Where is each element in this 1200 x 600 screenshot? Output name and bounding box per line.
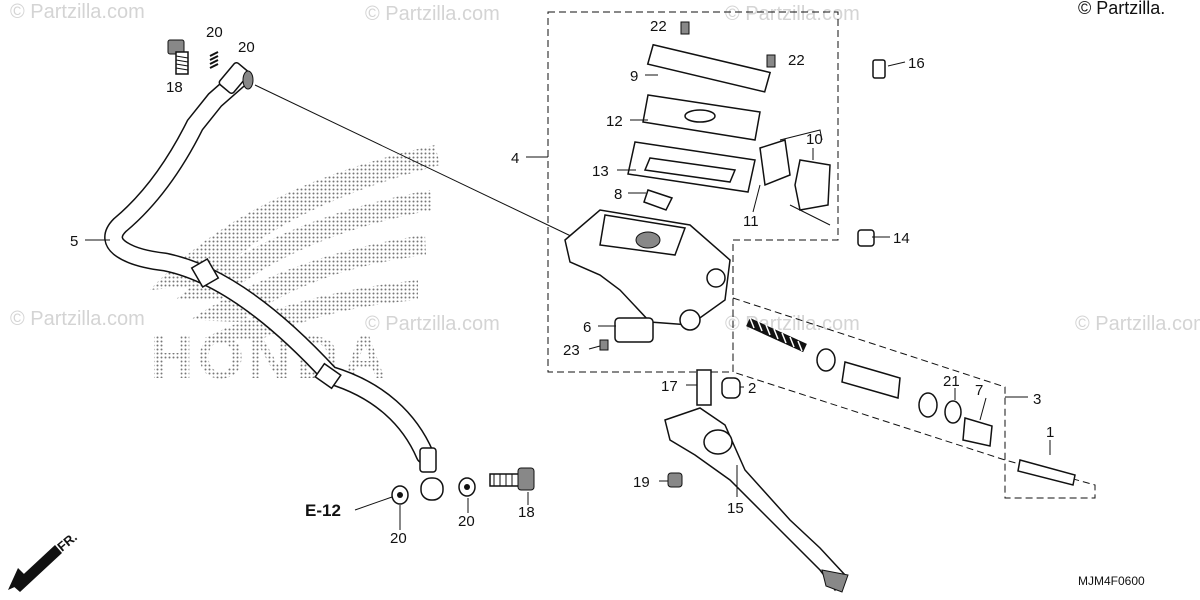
front-direction-arrow: FR. [8, 529, 80, 592]
callout-15: 15 [727, 500, 744, 517]
callout-18-upper: 18 [166, 79, 183, 96]
reservoir-diaphragm [627, 141, 756, 193]
master-cylinder-group-box [547, 11, 839, 373]
callout-22-top: 22 [650, 18, 667, 35]
callout-11: 11 [743, 213, 759, 230]
callout-14: 14 [893, 230, 910, 247]
callout-16: 16 [908, 55, 925, 72]
clutch-hose [104, 61, 444, 501]
banjo-bolt-lower [489, 467, 535, 491]
watermark-text: © Partzilla.com [725, 3, 860, 25]
piston-parts [816, 348, 1076, 486]
callout-1: 1 [1046, 424, 1054, 441]
reservoir-cap [646, 43, 772, 93]
piston-spring [746, 317, 807, 353]
callout-22-right: 22 [788, 52, 805, 69]
callout-9: 9 [630, 68, 638, 85]
reservoir-plate [642, 94, 761, 141]
callout-2: 2 [748, 380, 756, 397]
watermark-text: © Partzilla.com [10, 308, 145, 330]
master-cylinder-body [564, 209, 731, 331]
small-clip [643, 189, 674, 211]
sealing-washers-lower [391, 477, 476, 505]
watermark-text: © Partzilla.com [725, 313, 860, 335]
callout-10: 10 [806, 131, 823, 148]
callout-20-lower-right: 20 [458, 513, 475, 530]
watermark-text: © Partzilla.com [365, 313, 500, 335]
callout-leader-lines [85, 61, 1051, 530]
callout-7: 7 [975, 382, 983, 399]
piston-set-box [732, 297, 1096, 499]
callout-17: 17 [661, 378, 678, 395]
callout-20-lower-left: 20 [390, 530, 407, 547]
callout-18-lower: 18 [518, 504, 535, 521]
watermarks: © Partzilla.com © Partzilla.com © Partzi… [10, 0, 1200, 335]
callout-12: 12 [606, 113, 623, 130]
pivot-bolt [696, 369, 741, 406]
callout-3: 3 [1033, 391, 1041, 408]
diagram-code: MJM4F0600 [1078, 574, 1145, 588]
watermark-text: © Partzilla.com [10, 1, 145, 23]
watermark-text: © Partzilla.com [365, 3, 500, 25]
callout-19: 19 [633, 474, 650, 491]
reference-label-e12: E-12 [305, 501, 341, 520]
callout-8: 8 [614, 186, 622, 203]
corner-copyright: © Partzilla. [1078, 0, 1165, 18]
callout-6: 6 [583, 319, 591, 336]
switch-assembly [599, 317, 654, 351]
clutch-lever [664, 407, 849, 593]
cap-screws [680, 21, 776, 68]
bleeder-parts [857, 59, 886, 247]
callout-labels: 1 2 3 4 5 6 7 8 9 10 11 12 13 14 15 16 1… [70, 18, 1054, 547]
leader-line [254, 84, 576, 239]
callout-13: 13 [592, 163, 609, 180]
clamp-holder [759, 129, 831, 226]
banjo-bolt-upper [167, 39, 189, 75]
callout-21: 21 [943, 373, 960, 390]
callout-20-upper-left: 20 [206, 24, 223, 41]
callout-4: 4 [511, 150, 519, 167]
callout-5: 5 [70, 233, 78, 250]
callout-23: 23 [563, 342, 580, 359]
sealing-washers-upper [209, 51, 254, 90]
watermark-text: © Partzilla.com [1075, 313, 1200, 335]
callout-20-upper-right: 20 [238, 39, 255, 56]
